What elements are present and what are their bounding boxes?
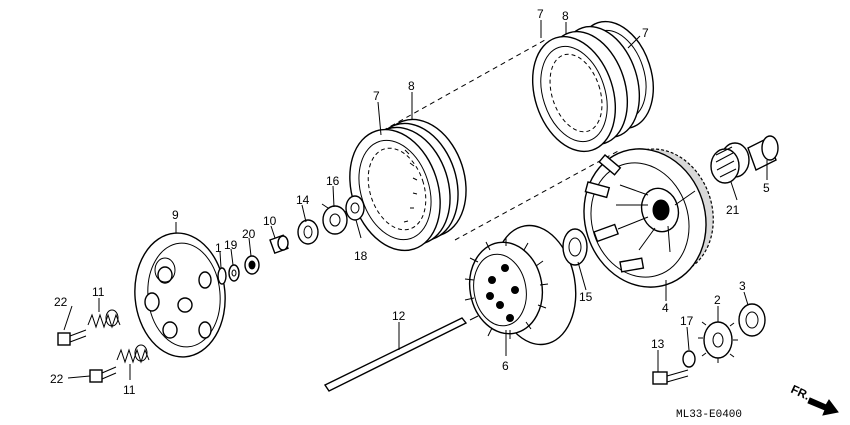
leader-lines	[63, 20, 768, 380]
clutch-outer-guide	[747, 135, 779, 171]
callout-16: 16	[326, 174, 340, 188]
direction-arrow-icon	[807, 397, 839, 416]
callout-15: 15	[579, 290, 593, 304]
callout-labels: 1 19 20 10 14 16 18 9 11 11 22 22 12 6 1…	[50, 7, 770, 397]
direction-label: FR.	[789, 382, 812, 403]
lifter-piece	[269, 234, 289, 255]
washer-18	[345, 195, 365, 221]
callout-13: 13	[651, 337, 665, 351]
clutch-outer	[583, 148, 714, 288]
lock-nut	[297, 219, 319, 245]
callout-21: 21	[726, 203, 740, 217]
callout-22-upper: 22	[54, 295, 68, 309]
lock-washer	[321, 203, 352, 235]
bearing-3	[738, 303, 766, 337]
callout-22-lower: 22	[50, 372, 64, 386]
callout-11-lower: 11	[123, 383, 136, 397]
spring-bolt-lower	[89, 366, 117, 383]
needle-bearing	[710, 142, 750, 184]
callout-19: 19	[224, 238, 238, 252]
callout-5: 5	[763, 181, 770, 195]
clutch-plate-pack-right	[531, 20, 654, 153]
snap-ring	[217, 267, 227, 285]
direction-indicator: FR.	[789, 382, 839, 416]
clutch-plate-pack-left	[349, 118, 467, 252]
callout-17: 17	[680, 314, 694, 328]
thrust-washer	[562, 228, 588, 266]
callout-10: 10	[263, 214, 277, 228]
pressure-plate	[134, 232, 226, 358]
lifter-rod	[323, 317, 468, 392]
callout-14: 14	[296, 193, 310, 207]
callout-9: 9	[172, 208, 179, 222]
callout-7-top: 7	[537, 7, 544, 21]
washer-19	[228, 264, 240, 282]
spring-bolt-upper	[57, 329, 87, 346]
callout-7-right: 7	[642, 26, 649, 40]
callout-18: 18	[354, 249, 368, 263]
alignment-lines	[374, 39, 621, 241]
callout-7-left: 7	[373, 89, 380, 103]
callout-4: 4	[662, 301, 669, 315]
clutch-center	[464, 224, 577, 346]
callout-2: 2	[714, 293, 721, 307]
callout-1: 1	[215, 241, 222, 255]
callout-20: 20	[242, 227, 256, 241]
callout-11-upper: 11	[92, 285, 105, 299]
clutch-spring-lower	[116, 344, 150, 364]
callout-12: 12	[392, 309, 406, 323]
flange-bolt	[652, 369, 689, 385]
clutch-spring-upper	[87, 309, 121, 329]
drive-sprocket	[698, 317, 738, 363]
callout-8-top: 8	[562, 9, 569, 23]
drawing-code: ML33-E0400	[676, 409, 742, 421]
callout-8-left: 8	[408, 79, 415, 93]
callout-6: 6	[502, 359, 509, 373]
washer-17	[682, 350, 696, 368]
callout-3: 3	[739, 279, 746, 293]
